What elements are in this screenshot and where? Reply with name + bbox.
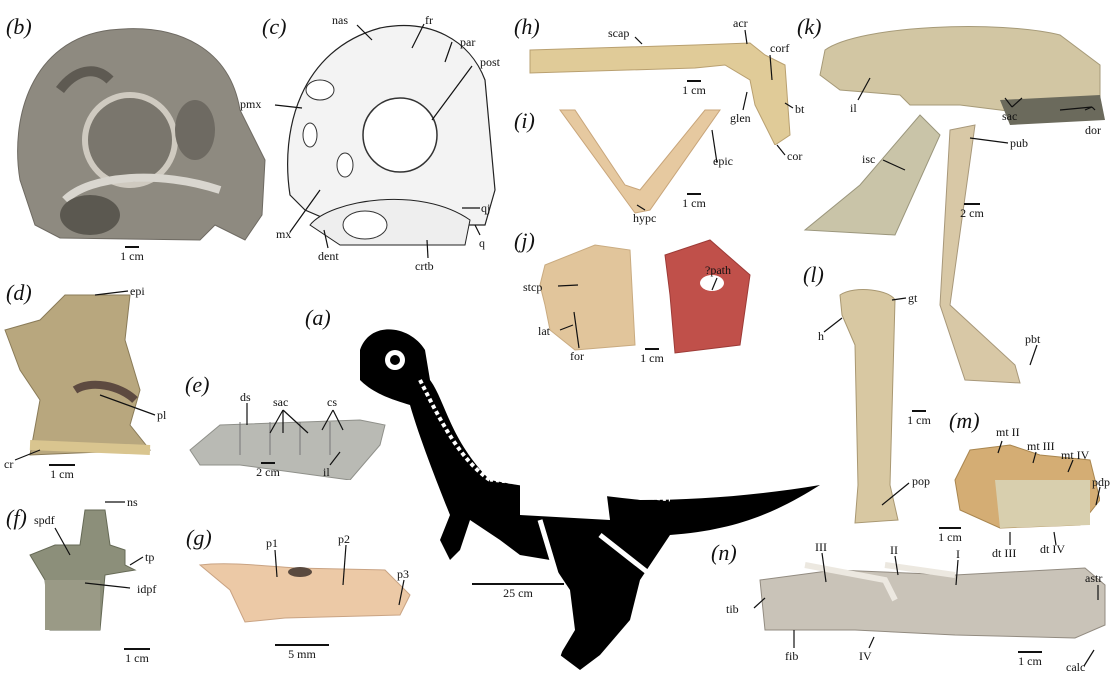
label-mt4: mt IV	[1061, 448, 1090, 462]
label-fib: fib	[785, 649, 799, 663]
label-par: par	[460, 35, 476, 49]
panel-label-e: (e)	[185, 372, 210, 397]
label-stcp: stcp	[523, 280, 543, 294]
label-pub: pub	[1010, 136, 1028, 150]
label-mx: mx	[276, 227, 292, 241]
label-il-e: il	[323, 465, 330, 479]
scale-bar-d: 1 cm	[42, 464, 82, 480]
label-for: for	[570, 349, 584, 363]
label-path: ?path	[705, 263, 731, 277]
label-pop: pop	[912, 474, 930, 488]
foot-photo	[759, 562, 1106, 639]
panel-label-d: (d)	[6, 280, 32, 305]
label-dt3: dt III	[992, 546, 1017, 560]
skeletal-reconstruction	[360, 329, 820, 670]
label-fr: fr	[425, 13, 433, 27]
label-mt2: mt II	[996, 425, 1020, 439]
label-IV: IV	[859, 649, 872, 663]
scale-bar-g: 5 mm	[272, 644, 332, 660]
label-sac-e: sac	[273, 395, 289, 409]
label-mt3: mt III	[1027, 439, 1055, 453]
femur-photo	[839, 289, 899, 524]
panel-label-g: (g)	[186, 525, 212, 550]
label-cr: cr	[4, 457, 14, 471]
scale-bar-a: 25 cm	[470, 583, 566, 599]
panel-label-k: (k)	[797, 14, 822, 39]
scale-bar-l: 1 cm	[899, 410, 939, 426]
label-glen: glen	[730, 111, 751, 125]
label-scap: scap	[608, 26, 630, 40]
phalanx-photo	[198, 563, 411, 623]
label-calc: calc	[1066, 660, 1086, 674]
panel-label-j: (j)	[514, 228, 535, 253]
scale-bar-n: 1 cm	[1010, 651, 1050, 667]
panel-label-n: (n)	[711, 540, 737, 565]
pelvis-photo	[803, 26, 1105, 384]
label-dt4: dt IV	[1040, 542, 1065, 556]
label-qj: qj	[481, 201, 491, 215]
braincase-photo	[4, 294, 152, 456]
label-p1: p1	[266, 536, 278, 550]
label-epic: epic	[713, 154, 733, 168]
label-pmx: pmx	[240, 97, 262, 111]
label-q: q	[479, 236, 485, 250]
panel-label-a: (a)	[305, 305, 331, 330]
label-acr: acr	[733, 16, 748, 30]
label-isc: isc	[862, 152, 876, 166]
scale-bar-f: 1 cm	[117, 648, 157, 664]
label-pl: pl	[157, 408, 167, 422]
label-hypc: hypc	[633, 211, 657, 225]
label-ns: ns	[127, 495, 138, 509]
panel-label-i: (i)	[514, 108, 535, 133]
panel-label-m: (m)	[949, 408, 980, 433]
panel-label-c: (c)	[262, 14, 287, 39]
label-spdf: spdf	[34, 513, 55, 527]
panel-label-h: (h)	[514, 14, 540, 39]
label-dor: dor	[1085, 123, 1101, 137]
scale-bar-h: 1 cm	[674, 80, 714, 96]
label-corf: corf	[770, 41, 790, 55]
label-tib: tib	[726, 602, 739, 616]
label-astr: astr	[1085, 571, 1103, 585]
panel-label-l: (l)	[803, 262, 824, 287]
furcula-photo	[559, 109, 721, 214]
label-il-k: il	[850, 101, 857, 115]
label-gt: gt	[908, 291, 918, 305]
label-pdp: pdp	[1092, 475, 1110, 489]
label-nas: nas	[332, 13, 348, 27]
label-h: h	[818, 329, 824, 343]
label-p3: p3	[397, 567, 409, 581]
panel-label-b: (b)	[6, 14, 32, 39]
label-cor: cor	[787, 149, 803, 163]
scale-bar-j: 1 cm	[632, 348, 672, 364]
skull-photo	[17, 28, 266, 241]
label-tp: tp	[145, 550, 155, 564]
label-sac-k: sac	[1002, 109, 1018, 123]
label-dent: dent	[318, 249, 339, 263]
label-post: post	[480, 55, 501, 69]
scapulocoracoid-photo	[529, 42, 791, 145]
label-idpf: idpf	[137, 582, 157, 596]
label-cs: cs	[327, 395, 337, 409]
scale-bar-k: 2 cm	[952, 203, 992, 219]
scale-bar-b: 1 cm	[112, 246, 152, 262]
label-I: I	[956, 547, 960, 561]
label-lat: lat	[538, 324, 550, 338]
scale-bar-i: 1 cm	[674, 193, 714, 209]
label-pbt: pbt	[1025, 332, 1041, 346]
label-p2: p2	[338, 532, 350, 546]
scale-bar-e: 2 cm	[248, 462, 288, 478]
tarsals-photo	[954, 444, 1100, 529]
panel-label-f: (f)	[6, 505, 27, 530]
label-II: II	[890, 543, 898, 557]
vertebra-photo	[29, 509, 137, 631]
skull-drawing	[287, 25, 496, 246]
label-ds: ds	[240, 390, 251, 404]
label-bt: bt	[795, 102, 805, 116]
label-crtb: crtb	[415, 259, 434, 273]
label-III: III	[815, 540, 827, 554]
scale-bar-m: 1 cm	[930, 527, 970, 543]
label-epi: epi	[130, 284, 145, 298]
